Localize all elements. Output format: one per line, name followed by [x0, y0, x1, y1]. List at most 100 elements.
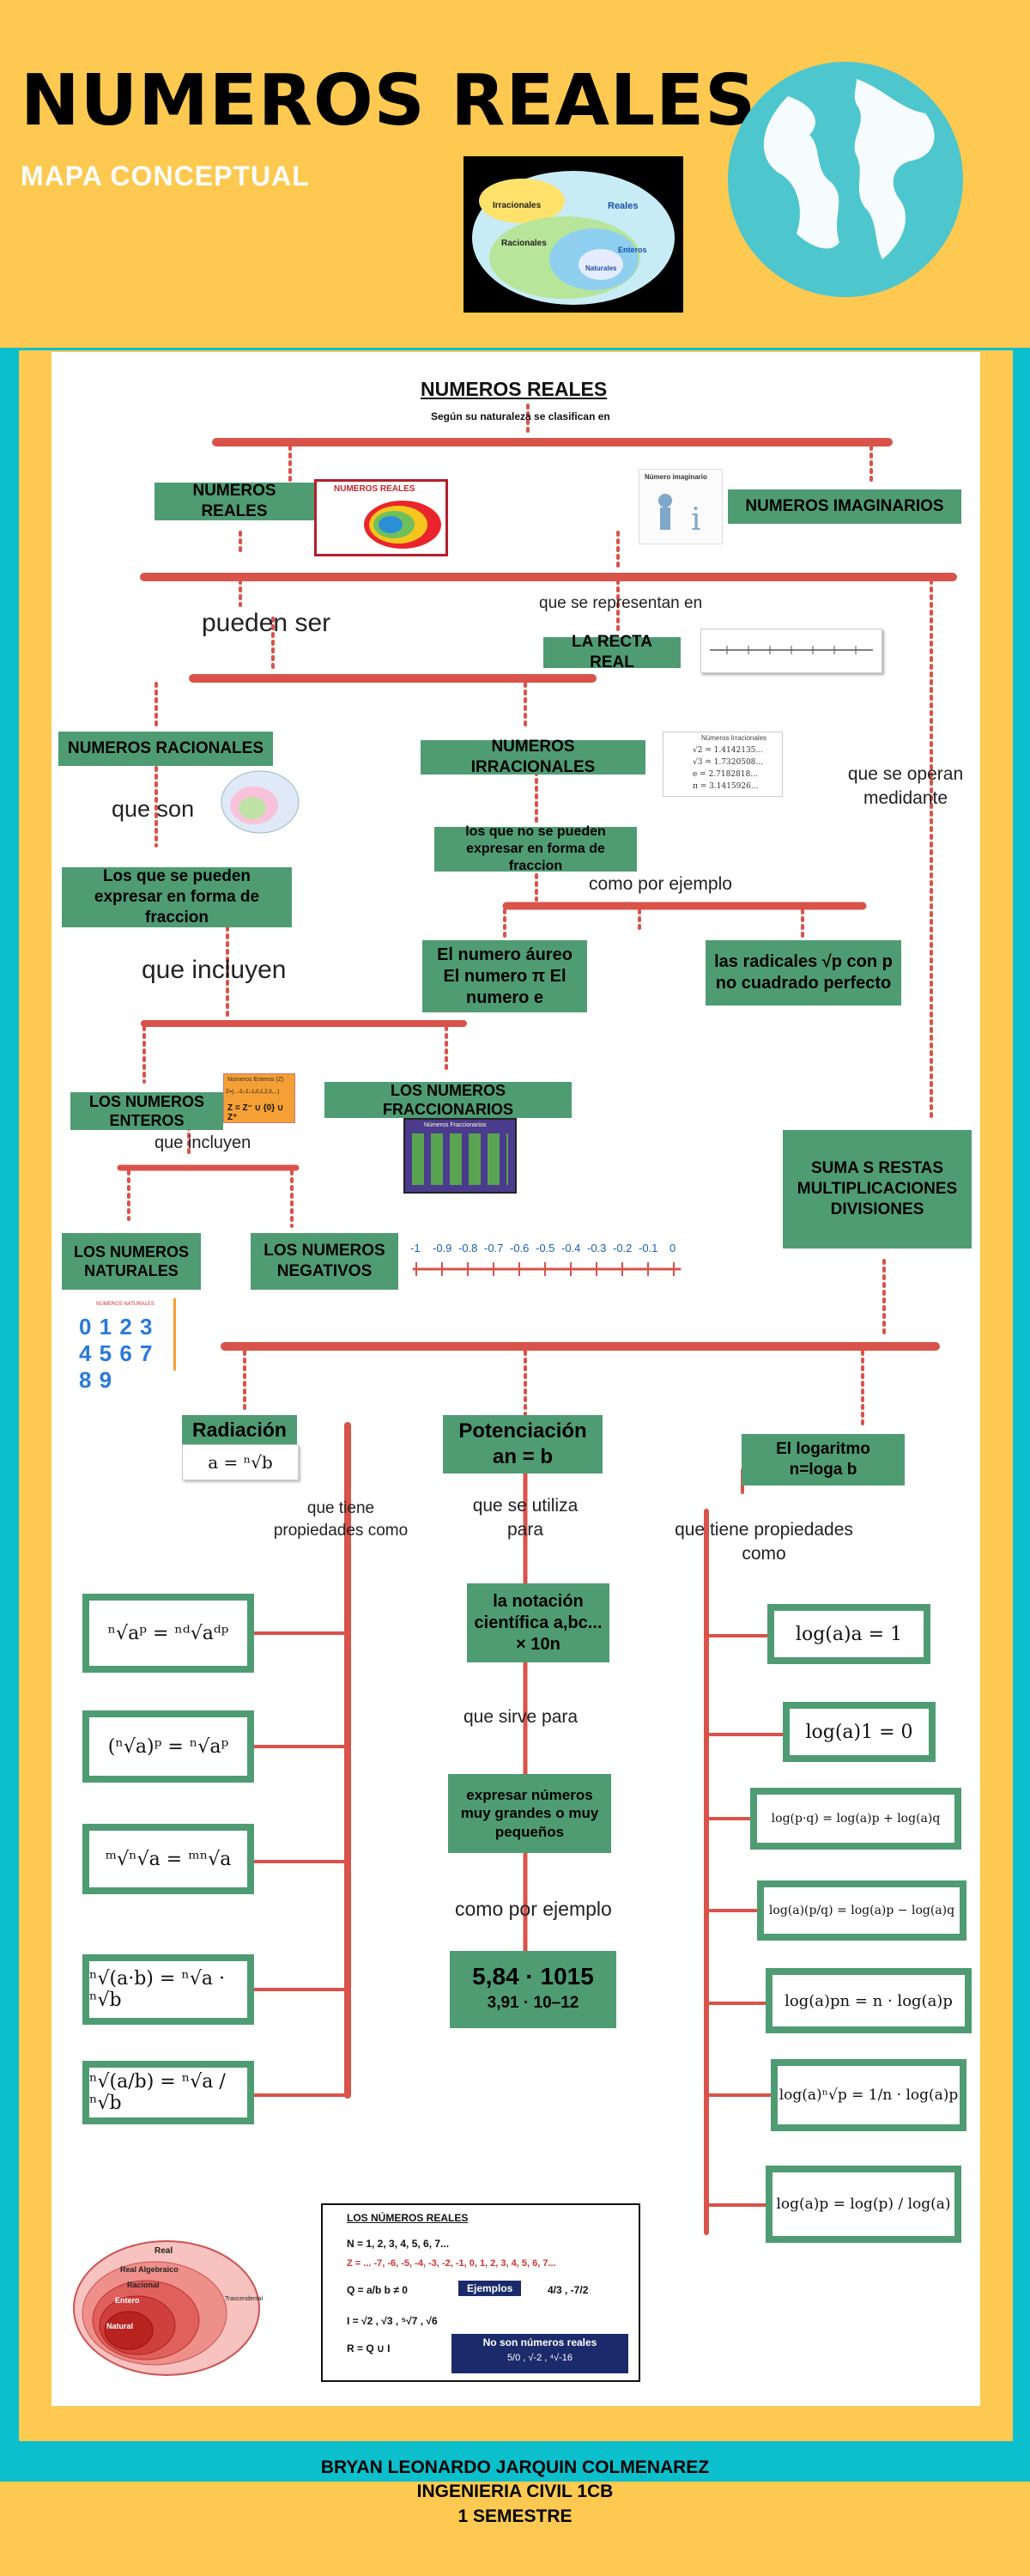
footer-author: BRYAN LEONARDO JARQUIN COLMENAREZ: [320, 2458, 710, 2477]
enteros-thumb-title: Números Enteros (Z): [227, 1077, 284, 1083]
scale-label: -1: [410, 1242, 421, 1255]
log-prop-text: log(p·q) = log(a)p + log(a)q: [757, 1795, 954, 1843]
irrational-values-thumbnail: Números Irracionales √2 = 1.4142135... √…: [663, 732, 783, 797]
node-radicales: las radicales √p con p no cuadrado perfe…: [706, 940, 901, 1005]
map-intro: Según su naturaleza se clasifican en: [431, 410, 610, 422]
legend-row-n: N = 1, 2, 3, 4, 5, 6, 7...: [347, 2238, 450, 2250]
thumb-irracionales-label: Irracionales: [493, 201, 542, 210]
legend-ejemplos-badge: Ejemplos: [458, 2281, 522, 2296]
log-prop-card: log(a)p = log(p) / log(a): [766, 2166, 961, 2243]
scale-label: -0.8: [458, 1242, 478, 1255]
scale-label: -0.2: [613, 1242, 633, 1255]
thumb-naturales-label: Naturales: [585, 264, 617, 272]
imaginary-thumb-title: Número imaginario: [645, 473, 707, 481]
rad-prop-text: ⁿ√(a·b) = ⁿ√a · ⁿ√b: [89, 1961, 247, 2018]
label-se-operan: que se operan medidante: [847, 764, 964, 809]
euler-entero-label: Entero: [115, 2296, 140, 2305]
log-prop-card: log(a)(p/q) = log(a)p − log(a)q: [757, 1880, 966, 1941]
rad-prop-card: (ⁿ√a)ᵖ = ⁿ√aᵖ: [82, 1710, 254, 1783]
node-recta-real: LA RECTA REAL: [543, 633, 681, 671]
scale-label: -0.6: [510, 1242, 530, 1255]
thumb-enteros-label: Enteros: [618, 246, 647, 254]
node-no-fraccion: los que no se pueden expresar en forma d…: [434, 824, 637, 873]
legend-no-reales-box: No son números reales 5/0 , √-2 , ⁴√-16: [451, 2334, 628, 2373]
naturales-thumb-digits: 0 1 2 3 4 5 6 7 8 9: [79, 1314, 154, 1394]
node-numeros-negativos: LOS NUMEROS NEGATIVOS: [251, 1233, 398, 1290]
page-title: NUMEROS REALES: [21, 60, 757, 142]
node-numeros-enteros: LOS NUMEROS ENTEROS: [70, 1092, 223, 1130]
label-que-se-utiliza: que se utiliza para: [472, 1496, 579, 1540]
euler-trascendental-label: Trascendental: [225, 2296, 264, 2302]
label-se-representan: que se representan en: [539, 594, 703, 612]
fraccionarios-thumbnail: Números Fraccionarios: [403, 1118, 517, 1194]
legend-no-reales-vals: 5/0 , √-2 , ⁴√-16: [506, 2353, 573, 2363]
racionales-venn-thumbnail: [220, 769, 300, 835]
number-line-thumbnail: [700, 629, 882, 673]
irr-thumb-title: Números Irracionales: [701, 734, 767, 742]
log-prop-text: log(a)1 = 0: [790, 1709, 929, 1755]
scale-label: -0.7: [484, 1242, 504, 1255]
rad-prop-text: ᵐ√ⁿ√a = ᵐⁿ√a: [89, 1831, 247, 1887]
legend-no-reales-title: No son números reales: [482, 2336, 597, 2348]
euler-racional-label: Racional: [127, 2281, 160, 2289]
legend-row-q: Q = a/b b ≠ 0: [347, 2284, 408, 2296]
fracc-thumb-title: Números Fraccionarios: [424, 1122, 487, 1128]
log-prop-card: log(p·q) = log(a)p + log(a)q: [750, 1788, 961, 1850]
radiacion-formula: a = ⁿ√b: [182, 1444, 299, 1480]
irr-thumb-v0: √2 = 1.4142135...: [693, 746, 763, 755]
enteros-thumb-formula: Z = Z⁻ ∪ {0} ∪ Z⁺: [227, 1103, 284, 1122]
ejemplo-1: 5,84 · 1015: [472, 1963, 594, 1990]
node-numeros-naturales: LOS NUMEROS NATURALES: [62, 1233, 201, 1290]
scale-label: -0.5: [536, 1242, 555, 1255]
scale-label: -0.9: [433, 1242, 452, 1255]
node-expresar-fraccion: Los que se pueden expresar en forma de f…: [62, 867, 292, 927]
rad-prop-card: ⁿ√(a·b) = ⁿ√a · ⁿ√b: [82, 1954, 254, 2025]
irr-thumb-v2: e = 2.7182818...: [693, 770, 758, 779]
irr-thumb-v1: √3 = 1.7320508...: [693, 758, 763, 767]
label-como-ejemplo-2: como por ejemplo: [455, 1898, 612, 1920]
node-ejemplo: 5,84 · 1015 3,91 · 10–12: [450, 1951, 616, 2028]
footer-career: INGENIERIA CIVIL 1CB: [416, 2482, 614, 2502]
node-numeros-imaginarios: NUMEROS IMAGINARIOS: [728, 489, 961, 524]
number-sets-thumbnail: Irracionales Reales Racionales Enteros N…: [464, 156, 683, 313]
node-numeros-fraccionarios: LOS NUMEROS FRACCIONARIOS: [324, 1082, 572, 1118]
radiacion-formula-text: a = ⁿ√b: [208, 1452, 273, 1473]
irr-thumb-v3: π = 3.1415926...: [693, 782, 759, 791]
node-numeros-reales: NUMEROS REALES: [154, 482, 314, 520]
real-numbers-legend-card: LOS NÚMEROS REALES N = 1, 2, 3, 4, 5, 6,…: [321, 2203, 640, 2382]
label-que-incluyen: que incluyen: [142, 956, 287, 984]
real-sets-euler-diagram: Real Real Algebraico Racional Entero Nat…: [72, 2239, 263, 2377]
rad-prop-card: ⁿ√(a/b) = ⁿ√a / ⁿ√b: [82, 2061, 254, 2124]
node-operaciones: SUMA S RESTAS MULTIPLICACIONES DIVISIONE…: [783, 1130, 972, 1249]
reales-venn-thumbnail: NUMEROS REALES: [314, 479, 448, 556]
footer-semester: 1 SEMESTRE: [457, 2506, 573, 2526]
thumb-reales-label: Reales: [608, 201, 639, 211]
log-prop-text: log(a)a = 1: [774, 1611, 924, 1657]
enteros-thumb-vals: Z={...-3,-2,-1,0,1,2,3,...}: [226, 1090, 280, 1095]
scale-label: -0.4: [561, 1242, 581, 1255]
scale-label: 0: [670, 1242, 676, 1255]
legend-ejemplos-vals: 4/3 , -7/2: [548, 2284, 589, 2296]
rad-prop-text: ⁿ√(a/b) = ⁿ√a / ⁿ√b: [89, 2068, 247, 2117]
node-numero-aureo: El numero áureo El numero π El numero e: [422, 940, 587, 1012]
globe-icon: [728, 62, 963, 297]
log-prop-card: log(a)1 = 0: [783, 1702, 936, 1762]
thumb-racionales-label: Racionales: [501, 239, 547, 248]
legend-row-z: Z = ... -7, -6, -5, -4, -3, -2, -1, 0, 1…: [347, 2258, 556, 2269]
label-pueden-ser: pueden ser: [202, 609, 331, 637]
node-notacion: la notación científica a,bc... × 10n: [467, 1583, 609, 1662]
node-expresar-numeros: expresar números muy grandes o muy peque…: [448, 1774, 611, 1853]
label-que-tiene-prop: que tiene propiedades como: [273, 1499, 409, 1540]
label-que-incluyen-2: que incluyen: [154, 1133, 251, 1152]
imaginary-thumbnail: Número imaginario i: [639, 469, 723, 544]
log-prop-card: log(a)pn = n · log(a)p: [766, 1968, 972, 2033]
footer: BRYAN LEONARDO JARQUIN COLMENAREZ INGENI…: [0, 2456, 1030, 2529]
log-prop-text: log(a)ⁿ√p = 1/n · log(a)p: [778, 2066, 960, 2124]
fracc-thumb-grid: [412, 1133, 508, 1185]
reales-venn-title: NUMEROS REALES: [334, 484, 415, 494]
enteros-thumbnail: Números Enteros (Z) Z={...-3,-2,-1,0,1,2…: [223, 1073, 295, 1123]
legend-row-i: I = √2 , √3 , ⁵√7 , √6: [347, 2315, 438, 2327]
scale-label: -0.3: [587, 1242, 607, 1255]
legend-title: LOS NÚMEROS REALES: [347, 2212, 469, 2224]
negative-scale: -1 -0.9 -0.8 -0.7 -0.6 -0.5 -0.4 -0.3 -0…: [410, 1242, 685, 1259]
